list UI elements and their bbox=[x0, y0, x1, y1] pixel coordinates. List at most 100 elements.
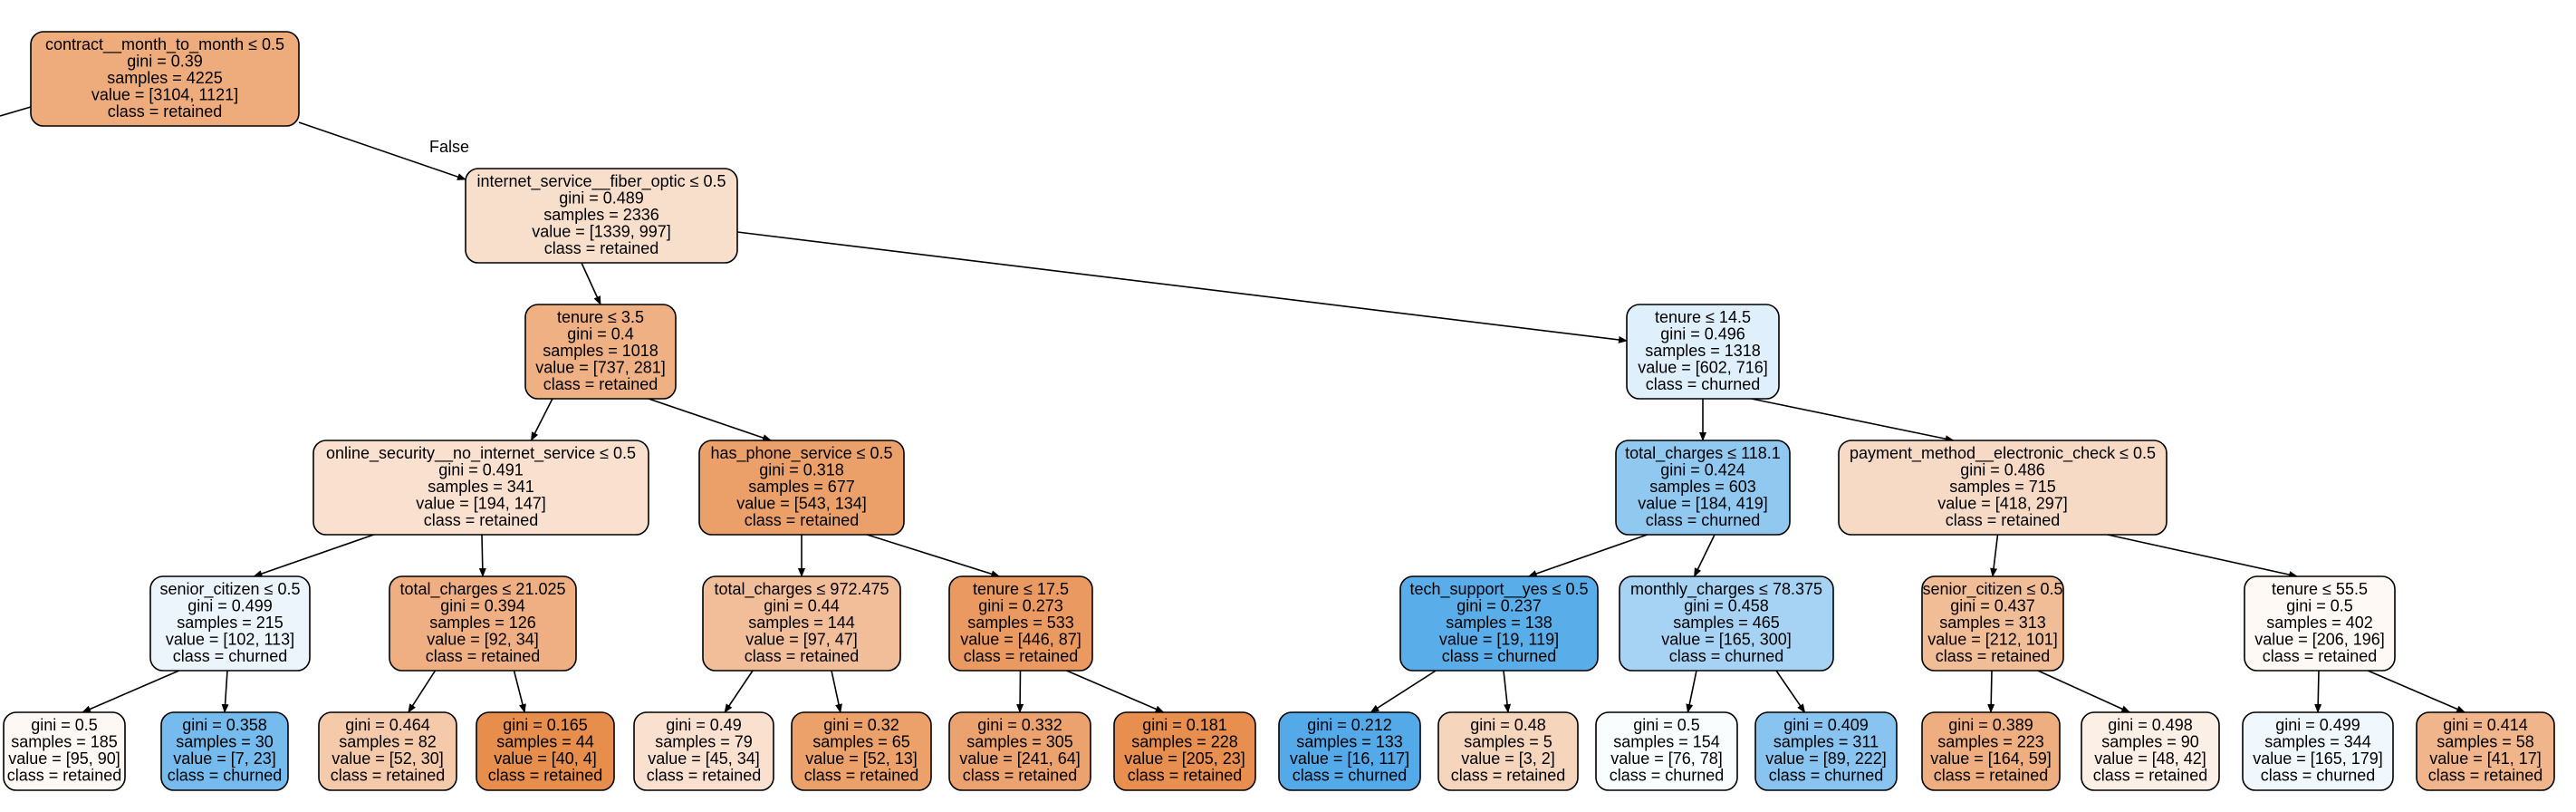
node-text-line: samples = 90 bbox=[2101, 733, 2199, 751]
node-text-line: value = [241, 64] bbox=[959, 749, 1081, 768]
node-box bbox=[2242, 711, 2394, 791]
node-text-line: value = [194, 147] bbox=[416, 494, 546, 512]
node-box bbox=[465, 168, 738, 264]
tree-edge bbox=[1016, 670, 1024, 713]
tree-edge bbox=[1990, 534, 1999, 577]
node-text-line: class = retained bbox=[1936, 647, 2051, 665]
node-box bbox=[948, 711, 1091, 791]
node-box bbox=[2081, 711, 2220, 791]
node-text-line: gini = 0.332 bbox=[977, 716, 1062, 734]
node-box bbox=[791, 711, 932, 791]
node-box bbox=[2416, 711, 2555, 791]
node-text-line: class = retained bbox=[543, 375, 658, 393]
tree-edge bbox=[408, 670, 437, 713]
node-text-line: tech_support__yes ≤ 0.5 bbox=[1409, 580, 1588, 599]
tree-edge bbox=[253, 534, 374, 577]
node-text-line: gini = 0.394 bbox=[440, 596, 525, 614]
node-text-line: has_phone_service ≤ 0.5 bbox=[710, 444, 892, 463]
node-text-line: samples = 1018 bbox=[543, 342, 658, 360]
node-text-line: gini = 0.499 bbox=[187, 596, 273, 614]
node-text-line: samples = 715 bbox=[1949, 478, 2056, 496]
node-text-line: samples = 154 bbox=[1613, 733, 1720, 751]
node-text-line: contract__month_to_month ≤ 0.5 bbox=[45, 35, 284, 54]
node-text-line: samples = 4225 bbox=[107, 69, 223, 87]
node-text-line: value = [97, 47] bbox=[745, 630, 858, 648]
node-box bbox=[1278, 711, 1421, 791]
node-text-line: class = retained bbox=[963, 767, 1078, 785]
node-box bbox=[1437, 711, 1579, 791]
node-text-line: gini = 0.486 bbox=[1960, 460, 2045, 478]
edge-label-false: False bbox=[429, 138, 469, 156]
node-text-line: senior_citizen ≤ 0.5 bbox=[1923, 580, 2063, 599]
node-box bbox=[524, 304, 677, 400]
node-text-line: samples = 138 bbox=[1446, 614, 1552, 632]
node-text-line: value = [3, 2] bbox=[1461, 749, 1555, 768]
tree-edge bbox=[298, 121, 466, 180]
node-text-line: samples = 305 bbox=[966, 733, 1073, 751]
node-text-line: samples = 82 bbox=[339, 733, 437, 751]
node-text-line: class = retained bbox=[2428, 767, 2543, 785]
tree-edge bbox=[82, 670, 179, 713]
node-text-line: gini = 0.437 bbox=[1950, 596, 2035, 614]
node-text-line: value = [102, 113] bbox=[166, 630, 294, 648]
tree-edge bbox=[1066, 670, 1165, 713]
node-text-line: value = [40, 4] bbox=[494, 749, 597, 768]
tree-edge bbox=[831, 670, 842, 713]
node-text-line: total_charges ≤ 972.475 bbox=[714, 580, 889, 599]
tree-edge bbox=[2367, 670, 2466, 713]
node-box bbox=[1921, 711, 2061, 791]
node-text-line: samples = 185 bbox=[11, 733, 118, 751]
tree-edge bbox=[724, 670, 754, 713]
node-text-line: value = [48, 42] bbox=[2094, 749, 2206, 768]
tree-edge bbox=[1686, 670, 1697, 713]
node-text-line: gini = 0.409 bbox=[1783, 716, 1869, 734]
node-box bbox=[389, 575, 577, 672]
node-text-line: gini = 0.424 bbox=[1660, 460, 1745, 478]
node-text-line: samples = 465 bbox=[1673, 614, 1780, 632]
node-text-line: value = [165, 179] bbox=[2253, 749, 2383, 768]
node-text-line: tenure ≤ 55.5 bbox=[2272, 580, 2368, 598]
tree-edge bbox=[1775, 670, 1806, 713]
tree-split-node: internet_service__fiber_optic ≤ 0.5gini … bbox=[465, 168, 738, 264]
tree-nodes: contract__month_to_month ≤ 0.5 gini = 0.3… bbox=[3, 31, 2555, 791]
node-text-line: class = churned bbox=[1442, 647, 1557, 665]
node-text-line: class = retained bbox=[1451, 767, 1566, 785]
tree-edge bbox=[221, 670, 229, 713]
tree-edge bbox=[1503, 670, 1512, 713]
node-text-line: class = churned bbox=[1769, 767, 1884, 785]
node-text-line: samples = 65 bbox=[812, 733, 910, 751]
node-text-line: samples = 1318 bbox=[1645, 342, 1761, 360]
node-text-line: samples = 126 bbox=[429, 614, 536, 632]
node-box bbox=[1921, 575, 2064, 672]
tree-edge bbox=[2037, 670, 2131, 713]
node-text-line: class = retained bbox=[745, 647, 860, 665]
node-text-line: tenure ≤ 3.5 bbox=[557, 308, 644, 326]
node-text-line: value = [164, 59] bbox=[1930, 749, 2052, 768]
node-box bbox=[1615, 440, 1791, 536]
node-text-line: class = retained bbox=[426, 647, 541, 665]
node-text-line: samples = 344 bbox=[2264, 733, 2371, 751]
tree-edge bbox=[1693, 534, 1716, 577]
node-text-line: gini = 0.489 bbox=[559, 188, 644, 207]
node-text-line: class = retained bbox=[2093, 767, 2208, 785]
node-text-line: gini = 0.458 bbox=[1684, 596, 1769, 614]
tree-edge bbox=[648, 398, 773, 441]
node-text-line: samples = 44 bbox=[496, 733, 594, 751]
node-text-line: value = [92, 34] bbox=[427, 630, 539, 648]
node-text-line: total_charges ≤ 21.025 bbox=[399, 580, 565, 599]
node-text-line: gini = 0.48 bbox=[1470, 716, 1546, 734]
